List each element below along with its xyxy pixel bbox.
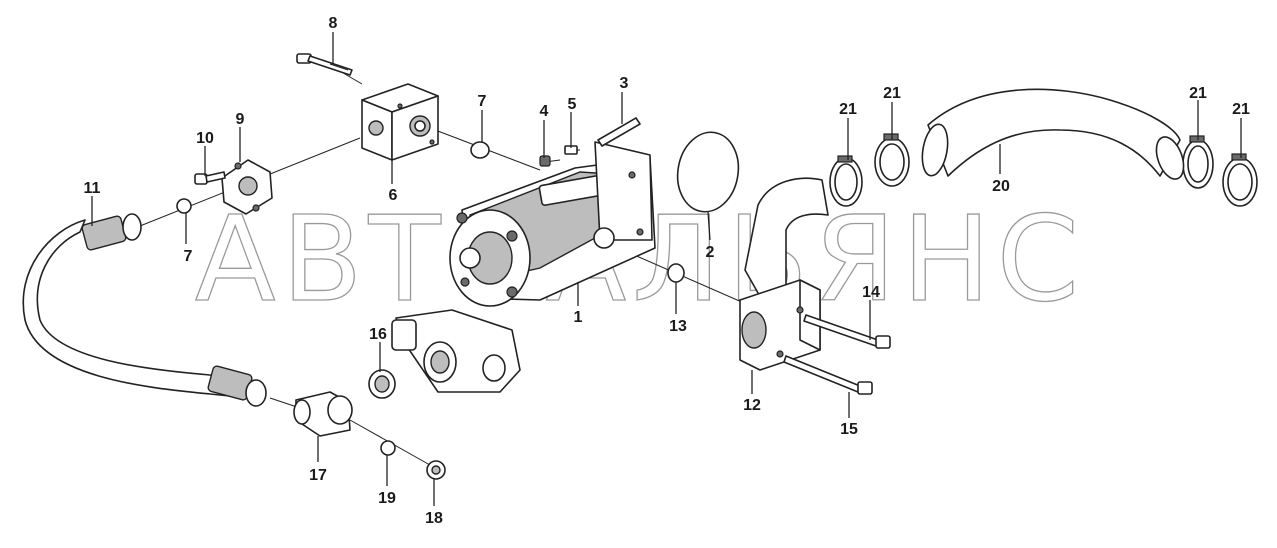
- clamp-21-b: [874, 133, 910, 187]
- bolt-14: [803, 314, 891, 349]
- valve-block: [391, 309, 521, 393]
- leader-lines: [91, 32, 1242, 506]
- callout-3: 3: [620, 75, 629, 92]
- callout-18: 18: [425, 510, 443, 527]
- stud-3: [597, 117, 641, 147]
- callouts: 1 2 3 4 5 6 7 7 8 9 10 11 12 13 14 15 16…: [84, 15, 1250, 527]
- callout-19: 19: [378, 490, 396, 507]
- callout-14: 14: [862, 284, 880, 301]
- fitting-17: [293, 391, 353, 437]
- adapter-16: [368, 369, 396, 399]
- callout-15: 15: [840, 421, 858, 438]
- manifold-12: [739, 177, 829, 371]
- callout-10: 10: [196, 130, 214, 147]
- callout-4: 4: [540, 103, 549, 120]
- callout-21d: 21: [1232, 101, 1250, 118]
- callout-13: 13: [669, 318, 687, 335]
- o-ring-7-upper: [470, 141, 490, 159]
- clamp-21-c: [1182, 135, 1214, 189]
- bolt-8: [296, 53, 353, 76]
- clamp-21-d: [1222, 153, 1258, 207]
- bolt-10: [194, 171, 226, 185]
- callout-21a: 21: [839, 101, 857, 118]
- hose-20: [921, 88, 1185, 180]
- callout-8: 8: [329, 15, 338, 32]
- callout-7b: 7: [184, 248, 193, 265]
- split-flange-9: [221, 159, 273, 215]
- clamp-21-a: [829, 155, 863, 207]
- gasket-2: [676, 131, 740, 213]
- flange-block-6: [361, 83, 439, 161]
- callout-21c: 21: [1189, 85, 1207, 102]
- callout-1: 1: [574, 309, 583, 326]
- callout-12: 12: [743, 397, 761, 414]
- callout-5: 5: [568, 96, 577, 113]
- o-ring-19: [380, 440, 396, 456]
- plug-18: [426, 460, 446, 480]
- o-ring-13: [667, 263, 685, 283]
- hose-11: [22, 213, 267, 407]
- pump-1: [449, 141, 656, 307]
- callout-6: 6: [389, 187, 398, 204]
- callout-7a: 7: [478, 93, 487, 110]
- callout-2: 2: [706, 244, 715, 261]
- callout-16: 16: [369, 326, 387, 343]
- callout-20: 20: [992, 178, 1010, 195]
- nut-4: [539, 155, 551, 167]
- callout-21b: 21: [883, 85, 901, 102]
- callout-9: 9: [236, 111, 245, 128]
- callout-11: 11: [84, 180, 101, 197]
- o-ring-7-lower: [176, 198, 192, 214]
- bolt-15: [783, 355, 873, 395]
- callout-17: 17: [309, 467, 327, 484]
